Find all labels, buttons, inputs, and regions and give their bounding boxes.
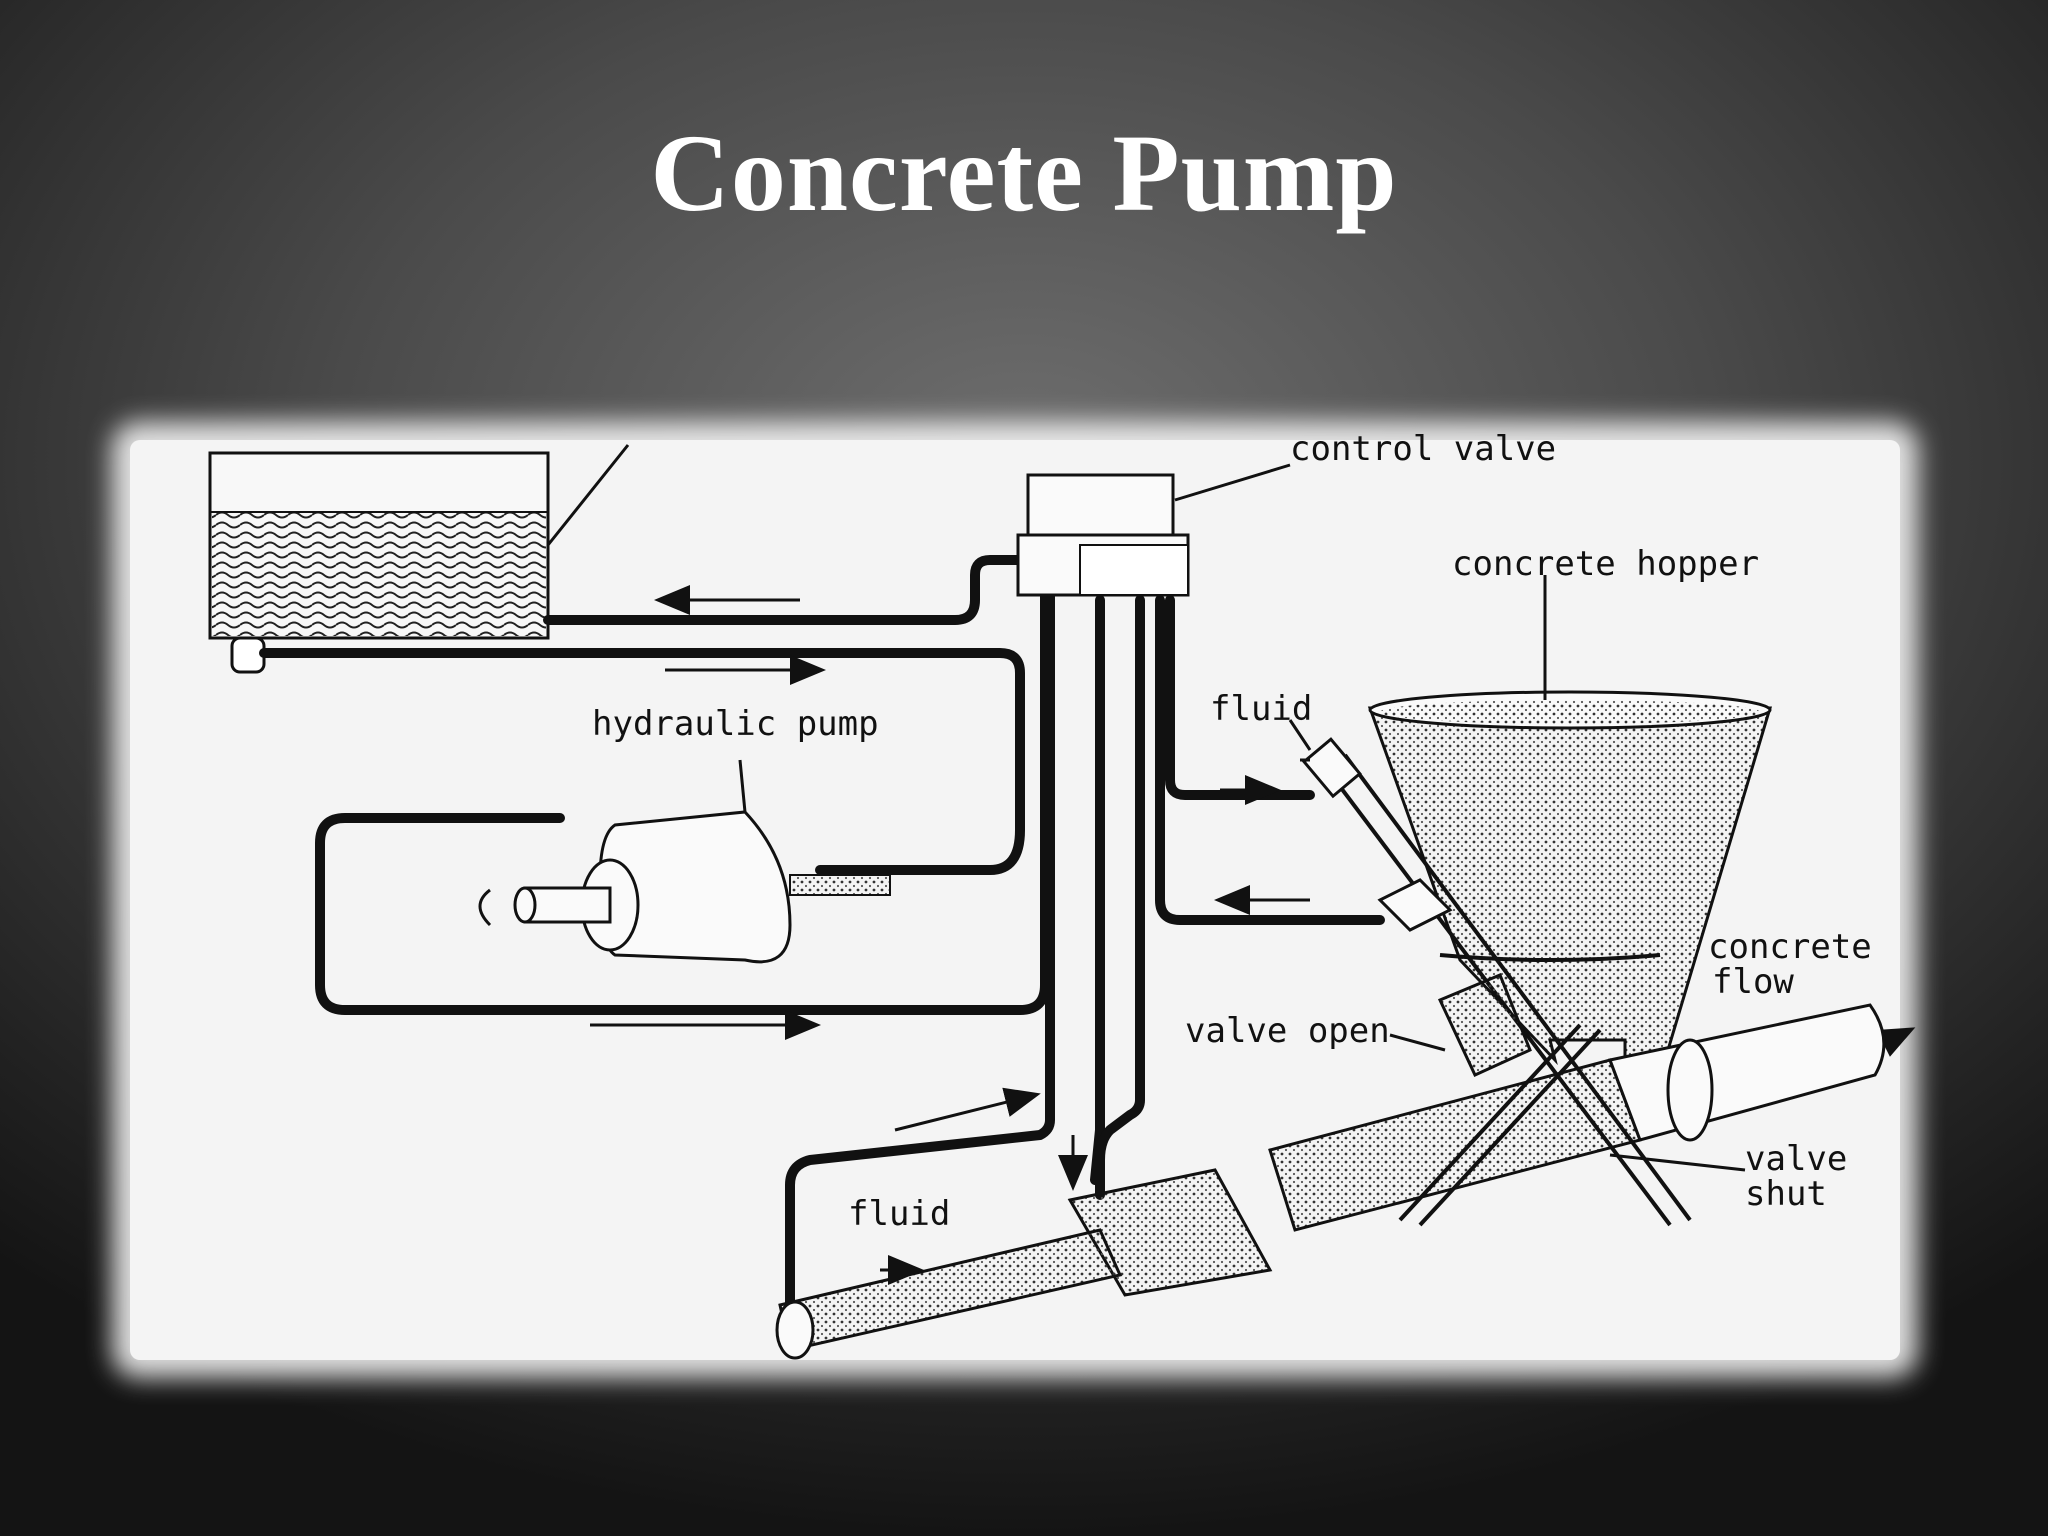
oil-tank xyxy=(208,444,630,674)
label-fluid-top: fluid xyxy=(1210,689,1312,729)
label-valve-shut-line2: shut xyxy=(1745,1174,1827,1214)
hydraulic-lines xyxy=(259,555,1385,1315)
label-concrete-hopper: concrete hopper xyxy=(1452,544,1759,584)
hydraulic-pump xyxy=(478,759,891,964)
label-valve-open: valve open xyxy=(1185,1011,1390,1051)
flow-arrows xyxy=(590,585,1916,1191)
drive-cylinder xyxy=(775,1168,1273,1360)
slide-title: Concrete Pump xyxy=(650,112,1398,234)
control-valve xyxy=(1016,463,1291,597)
concrete-cylinder xyxy=(1268,1003,1886,1232)
label-hydraulic-pump: hydraulic pump xyxy=(592,704,879,744)
label-fluid-bottom: fluid xyxy=(848,1194,950,1234)
label-concrete-flow-line2: flow xyxy=(1712,962,1794,1002)
valve-rods xyxy=(1288,719,1746,1227)
label-concrete-flow-line1: concrete xyxy=(1708,927,1872,967)
label-valve-shut-line1: valve xyxy=(1745,1139,1847,1179)
concrete-hopper xyxy=(1367,575,1773,1066)
label-control-valve: control valve xyxy=(1290,429,1556,469)
